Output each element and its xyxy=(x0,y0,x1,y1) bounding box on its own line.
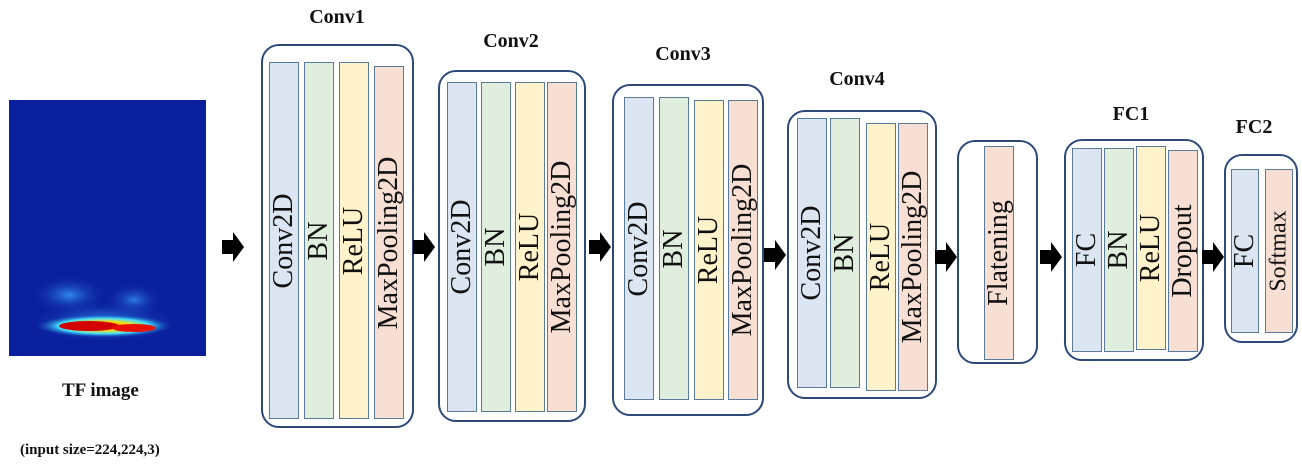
conv2-relu-layer: ReLU xyxy=(514,82,545,412)
layer-label: BN xyxy=(829,233,860,273)
conv4-relu-layer: ReLU xyxy=(865,123,896,391)
conv3-maxpool-layer: MaxPooling2D xyxy=(727,100,758,400)
arrow-icon xyxy=(413,232,435,262)
input-caption: TF image xyxy=(62,380,139,401)
block-title-conv4: Conv4 xyxy=(829,68,885,90)
conv4-conv2d-layer: Conv2D xyxy=(796,118,827,388)
layer-label: ReLU xyxy=(514,212,545,282)
tf-image xyxy=(9,100,206,356)
block-title-fc1: FC1 xyxy=(1112,103,1150,125)
layer-label: Dropout xyxy=(1167,204,1198,298)
layer-label: FC xyxy=(1229,233,1260,269)
layer-label: BN xyxy=(1103,230,1134,270)
conv2-conv2d-layer: Conv2D xyxy=(446,82,477,412)
layer-label: MaxPooling2D xyxy=(897,170,928,344)
fc1-relu-layer: ReLU xyxy=(1135,146,1166,350)
input-size-note: (input size=224,224,3) xyxy=(20,442,160,458)
fc1-dropout-layer: Dropout xyxy=(1167,150,1198,352)
layer-label: Conv2D xyxy=(268,193,299,288)
conv1-conv2d-layer: Conv2D xyxy=(268,62,299,419)
conv3-conv2d-layer: Conv2D xyxy=(623,97,654,400)
flatten-layer: Flatening xyxy=(983,146,1014,360)
conv1-maxpool-layer: MaxPooling2D xyxy=(373,66,404,419)
conv4-maxpool-layer: MaxPooling2D xyxy=(897,123,928,391)
layer-label: ReLU xyxy=(1135,213,1166,283)
fc2-fc-layer: FC xyxy=(1229,169,1260,333)
conv2-maxpool-layer: MaxPooling2D xyxy=(546,82,577,412)
fc1-bn-layer: BN xyxy=(1103,148,1134,352)
conv3-relu-layer: ReLU xyxy=(693,100,724,400)
conv1-bn-layer: BN xyxy=(303,62,334,419)
layer-label: Flatening xyxy=(983,200,1014,306)
layer-label: Conv2D xyxy=(796,205,827,301)
arrow-icon xyxy=(935,242,957,272)
fc1-fc-layer: FC xyxy=(1071,148,1102,352)
layer-label: BN xyxy=(303,221,334,260)
block-title-fc2: FC2 xyxy=(1235,116,1273,138)
block-title-conv3: Conv3 xyxy=(655,43,711,65)
fc2-softmax-layer: Softmax xyxy=(1265,169,1293,333)
layer-label: MaxPooling2D xyxy=(546,160,577,334)
conv2-bn-layer: BN xyxy=(480,82,511,412)
layer-label: ReLU xyxy=(865,222,896,292)
arrow-icon xyxy=(764,240,786,270)
layer-label: FC xyxy=(1071,232,1102,268)
tf-heatmap xyxy=(9,100,206,356)
layer-label: MaxPooling2D xyxy=(727,163,758,337)
conv4-bn-layer: BN xyxy=(829,118,860,388)
layer-label: Conv2D xyxy=(446,199,477,295)
arrow-icon xyxy=(589,232,611,262)
layer-label: ReLU xyxy=(338,206,369,275)
layer-label: Softmax xyxy=(1265,210,1292,292)
layer-label: BN xyxy=(480,227,511,267)
conv1-relu-layer: ReLU xyxy=(338,62,369,419)
block-title-conv1: Conv1 xyxy=(309,6,365,28)
arrow-icon xyxy=(1040,242,1062,272)
arrow-icon xyxy=(222,232,244,262)
layer-label: MaxPooling2D xyxy=(373,156,404,329)
layer-label: ReLU xyxy=(693,215,724,285)
conv3-bn-layer: BN xyxy=(658,97,689,400)
layer-label: BN xyxy=(658,229,689,268)
arrow-icon xyxy=(1202,242,1224,272)
layer-label: Conv2D xyxy=(623,201,654,296)
block-title-conv2: Conv2 xyxy=(483,30,539,52)
